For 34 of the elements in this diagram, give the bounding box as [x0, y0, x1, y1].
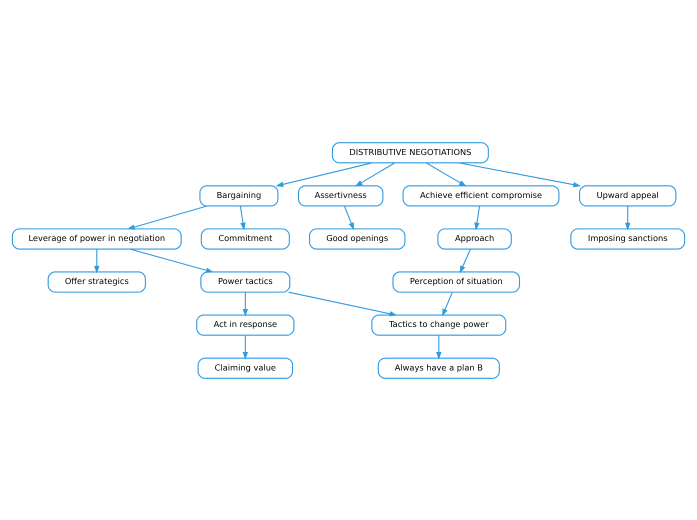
arrow [344, 206, 354, 230]
arrow [474, 206, 480, 230]
node-box: Power tactics [200, 270, 290, 292]
node-box: DISTRIBUTIVE NEGOTIATIONS [332, 142, 489, 163]
arrow [276, 162, 372, 186]
node-box: Achieve efficient compromise [402, 184, 560, 206]
arrow [426, 162, 467, 186]
arrow [130, 248, 214, 272]
arrow [354, 162, 395, 186]
node-box: Commitment [200, 228, 290, 250]
node-box: Assertivness [298, 184, 384, 206]
node-box: Leverage of power in negotiation [12, 228, 182, 250]
node-box: Good openings [308, 228, 406, 250]
node-box: Upward appeal [579, 184, 676, 206]
arrow [242, 292, 248, 316]
arrow [625, 206, 630, 230]
arrow [240, 206, 246, 230]
node-box: Bargaining [199, 184, 278, 206]
arrow [126, 205, 208, 230]
node-box: Approach [437, 228, 512, 250]
node-box: Tactics to change power [371, 314, 506, 336]
node-box: Perception of situation [392, 270, 520, 292]
node-box: Offer strategics [48, 270, 146, 292]
node-box: Act in response [196, 314, 294, 336]
node-box: Claiming value [198, 357, 294, 378]
arrow [436, 335, 442, 360]
arrow [242, 335, 248, 360]
node-box: Imposing sanctions [570, 228, 686, 250]
arrow [288, 291, 398, 316]
arrow [458, 162, 581, 187]
arrow [460, 248, 471, 273]
arrow [94, 248, 100, 274]
arrow [442, 292, 453, 316]
node-box: Always have a plan B [378, 357, 500, 378]
